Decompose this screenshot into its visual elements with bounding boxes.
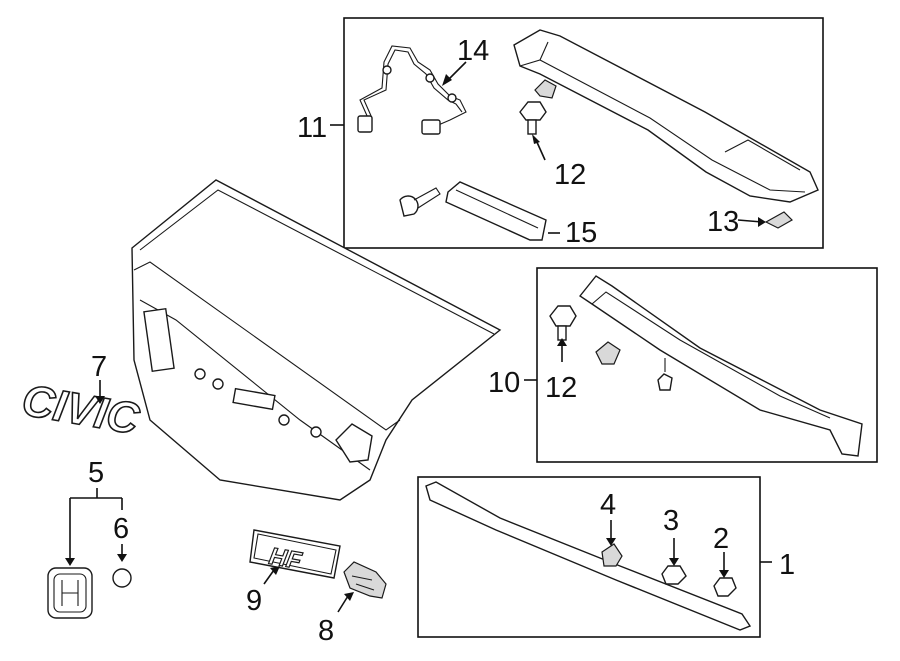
spoiler-kit-box [343, 17, 824, 249]
callout-6: 6 [113, 513, 129, 545]
spoiler-clip [534, 79, 557, 99]
spoiler-assembly-group: 10 12 [488, 267, 878, 463]
honda-emblem-group: 5 6 [47, 457, 132, 619]
harness-connector-a [357, 115, 373, 133]
lid-recess-left [143, 307, 175, 373]
spoiler-kit-group: 11 14 12 15 13 [297, 17, 824, 249]
callout-10: 10 [488, 367, 520, 399]
hf-badge-text: HF [267, 543, 305, 575]
spoiler-nut [595, 341, 621, 365]
lid-lock [335, 423, 373, 463]
wire-harness [359, 45, 467, 127]
spoiler-bolt-b [549, 305, 577, 327]
callout-14: 14 [457, 35, 489, 67]
spoiler-pad [764, 211, 793, 229]
brake-light [445, 181, 547, 241]
trunk-lid [131, 179, 502, 501]
callout-5: 5 [88, 457, 104, 489]
callout-15: 15 [565, 217, 597, 249]
hf-badge [249, 529, 341, 579]
clip-4 [601, 543, 623, 567]
ornament-group: 8 [318, 561, 387, 647]
trunk-seal [425, 481, 752, 631]
callout-9: 9 [246, 585, 262, 617]
callout-8: 8 [318, 615, 334, 647]
seal-group: 1 4 3 2 [417, 476, 795, 638]
emblem-grommet [112, 568, 132, 588]
spoiler-bolt-a [519, 101, 547, 121]
callout-11: 11 [297, 112, 327, 144]
ornament [343, 561, 387, 599]
callout-2: 2 [713, 523, 729, 555]
license-plate-recess [232, 387, 276, 411]
plug-2 [713, 577, 737, 597]
callout-7: 7 [91, 351, 107, 383]
callout-1: 1 [779, 549, 795, 581]
rear-spoiler [513, 29, 819, 203]
seal-box [417, 476, 761, 638]
civic-emblem-text: CIVIC [19, 376, 144, 445]
callout-4: 4 [600, 489, 616, 521]
spoiler-stud [657, 373, 673, 391]
screw [399, 195, 419, 217]
callout-12b: 12 [545, 372, 577, 404]
callout-12a: 12 [554, 159, 586, 191]
civic-emblem: CIVIC 7 [18, 351, 145, 445]
spoiler-assembly-box [536, 267, 878, 463]
harness-connector-b [421, 119, 441, 135]
hf-badge-group: HF 9 [246, 529, 341, 617]
callout-13: 13 [707, 206, 739, 238]
grommet-3 [661, 565, 687, 585]
callout-3: 3 [663, 505, 679, 537]
